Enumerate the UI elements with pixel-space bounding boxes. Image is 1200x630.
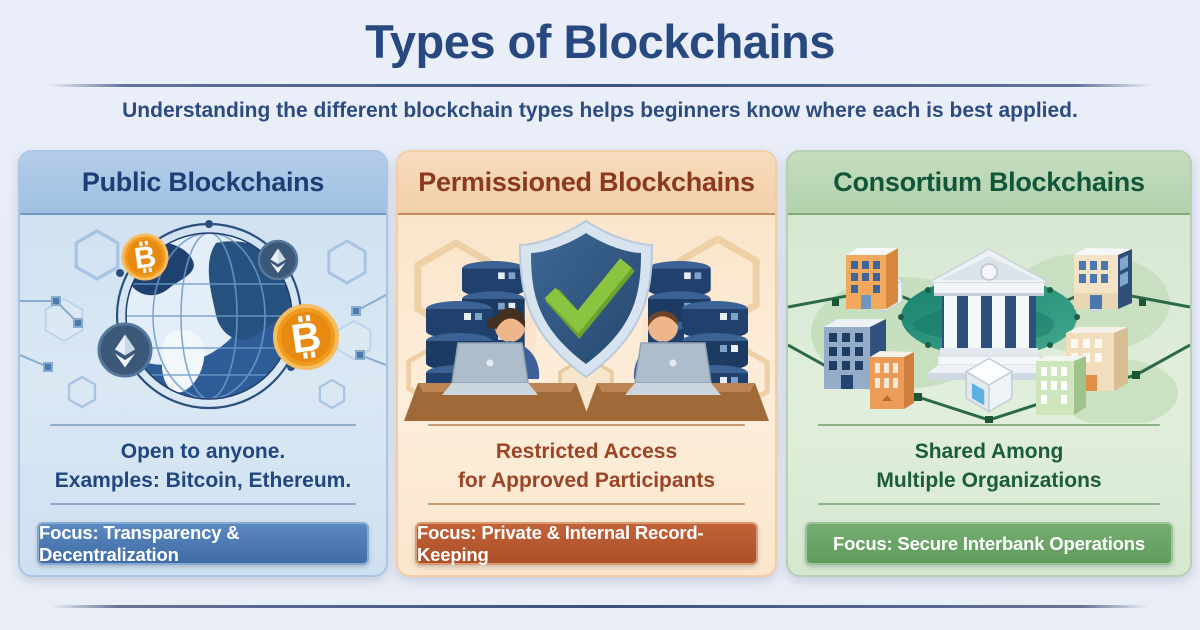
card-public-blockchains: Public Blockchains [18,150,388,577]
person-laptop-icon [404,307,590,421]
ethereum-coin-icon [97,322,153,378]
title-divider [48,84,1152,87]
card-permissioned-blockchains: Permissioned Blockchains [396,150,777,577]
ethereum-coin-icon [257,239,299,281]
shield-check-icon [518,219,654,379]
description-line: Shared Among [914,440,1064,463]
divider [818,503,1160,505]
consortium-illustration [788,215,1190,423]
card-public-title: Public Blockchains [20,152,386,215]
permissioned-focus-banner: Focus: Private & Internal Record-Keeping [415,522,758,565]
page-subtitle: Understanding the different blockchain t… [122,99,1078,122]
bitcoin-coin-icon: B [121,233,169,281]
office-building-icon [846,248,898,309]
public-focus-banner: Focus: Transparency & Decentralization [37,522,369,565]
description-line: for Approved Participants [457,469,716,492]
description-line: Multiple Organizations [876,469,1102,492]
office-building-icon [1036,356,1086,415]
card-consortium-title: Consortium Blockchains [788,152,1190,215]
bitcoin-coin-icon: B [273,304,339,370]
page-title: Types of Blockchains [365,15,835,68]
card-permissioned-title: Permissioned Blockchains [398,152,775,215]
divider [428,424,745,426]
network-nodes-icon [20,294,386,372]
description-line: Examples: Bitcoin, Ethereum. [54,469,352,492]
bank-building-icon [925,248,1053,380]
divider [50,503,356,505]
consortium-focus-banner: Focus: Secure Interbank Operations [805,522,1173,565]
public-description: Open to anyone. Examples: Bitcoin, Ether… [28,437,378,495]
bottom-divider [52,605,1148,608]
divider [818,424,1160,426]
globe-icon [125,232,293,400]
divider [428,503,745,505]
divider [50,424,356,426]
consortium-description: Shared Among Multiple Organizations [796,437,1182,495]
person-laptop-icon [583,311,769,421]
office-building-icon [870,351,914,409]
hexagon-pattern-icon [44,229,372,410]
office-building-icon [1074,248,1132,309]
permissioned-description: Restricted Access for Approved Participa… [406,437,767,495]
public-illustration: B [20,215,386,423]
description-line: Open to anyone. [120,440,286,463]
card-consortium-blockchains: Consortium Blockchains [786,150,1192,577]
permissioned-illustration [398,215,775,423]
description-line: Restricted Access [495,440,678,463]
